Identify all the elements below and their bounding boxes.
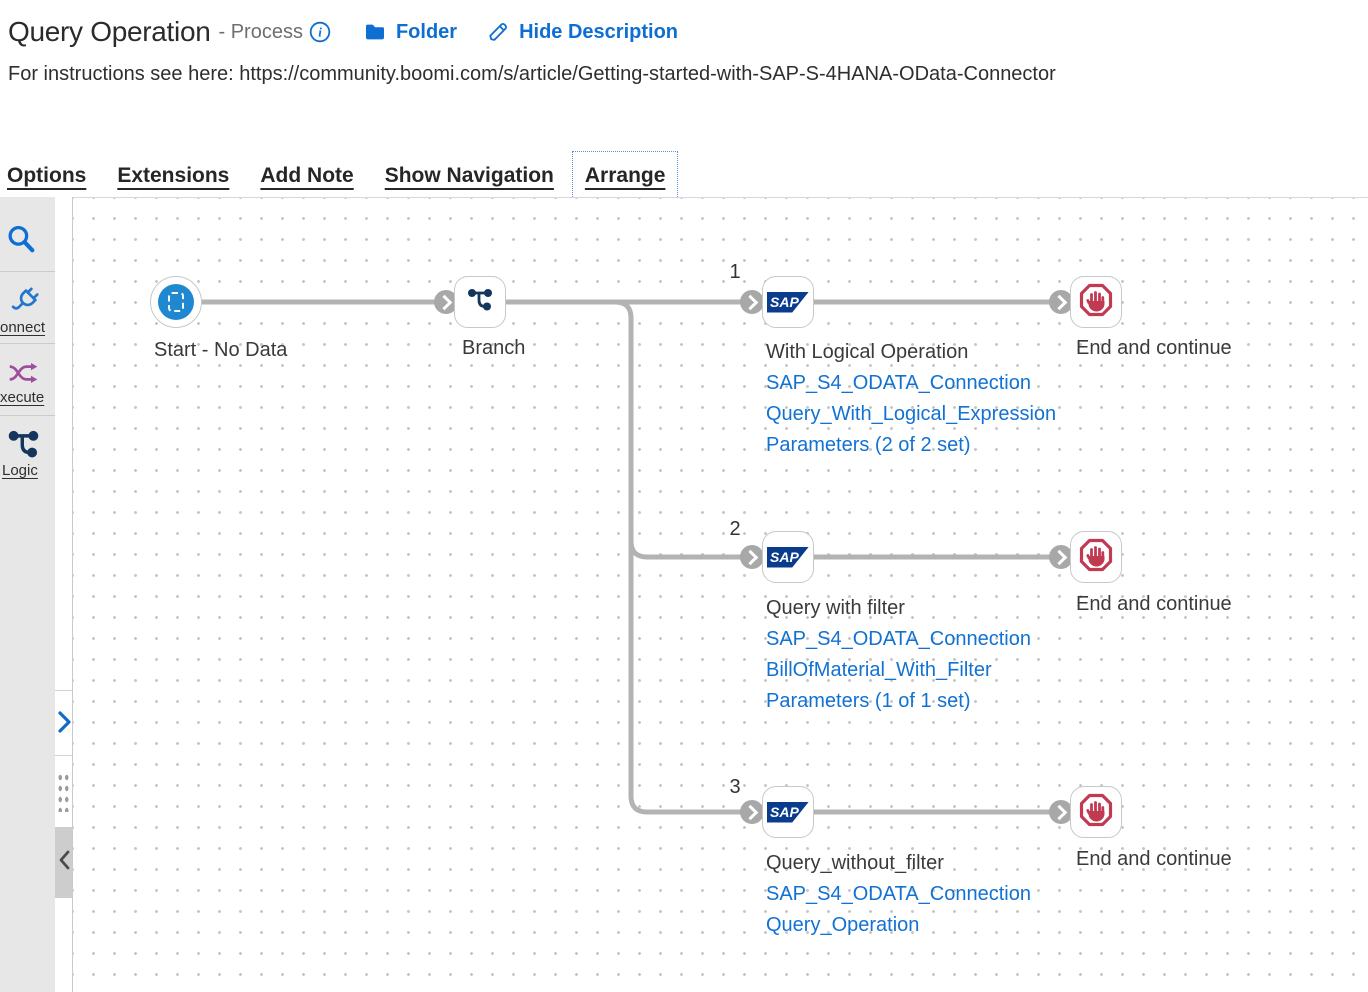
operation-link[interactable]: Query_Operation bbox=[766, 914, 920, 936]
stop-hand-icon bbox=[1078, 537, 1114, 578]
sap-node-text: With Logical Operation SAP_S4_ODATA_Conn… bbox=[766, 337, 1056, 461]
sap-connector-node[interactable]: SAP bbox=[762, 786, 814, 838]
palette-divider bbox=[0, 343, 55, 344]
end-stop-node[interactable] bbox=[1070, 276, 1122, 328]
hide-description-link[interactable]: Hide Description bbox=[487, 21, 678, 44]
start-document-icon bbox=[158, 284, 194, 320]
stop-hand-icon bbox=[1078, 792, 1114, 833]
connector-arrow[interactable] bbox=[740, 545, 764, 569]
palette-logic-label[interactable]: Logic bbox=[2, 462, 38, 479]
connector-arrow[interactable] bbox=[1049, 290, 1073, 314]
page-subtitle: - Process bbox=[218, 20, 303, 43]
parameters-link[interactable]: Parameters (2 of 2 set) bbox=[766, 434, 971, 456]
info-icon[interactable]: i bbox=[309, 21, 331, 43]
node-name: Query with filter bbox=[766, 597, 905, 619]
chevron-left-icon bbox=[57, 849, 71, 876]
process-description: For instructions see here: https://commu… bbox=[8, 63, 1056, 85]
palette-divider bbox=[0, 271, 55, 272]
stop-hand-icon bbox=[1078, 282, 1114, 323]
page-title: Query Operation bbox=[8, 16, 211, 47]
palette-execute-label[interactable]: xecute bbox=[0, 389, 45, 406]
search-icon[interactable] bbox=[5, 223, 38, 256]
sap-logo: SAP bbox=[767, 801, 809, 823]
operation-link[interactable]: Query_With_Logical_Expression bbox=[766, 403, 1057, 425]
sap-node-text: Query_without_filter SAP_S4_ODATA_Connec… bbox=[766, 848, 1031, 941]
chevron-right-icon[interactable] bbox=[56, 709, 72, 735]
connector-arrow[interactable] bbox=[1049, 800, 1073, 824]
connector-arrow[interactable] bbox=[740, 290, 764, 314]
pencil-icon bbox=[487, 21, 509, 43]
connector-arrow[interactable] bbox=[740, 800, 764, 824]
start-node-label: Start - No Data bbox=[154, 339, 288, 361]
end-stop-node[interactable] bbox=[1070, 786, 1122, 838]
branch-node-label: Branch bbox=[462, 337, 526, 359]
node-name: With Logical Operation bbox=[766, 341, 969, 363]
sap-logo: SAP bbox=[767, 546, 809, 568]
menu-arrange[interactable]: Arrange bbox=[571, 151, 679, 201]
logic-branch-icon[interactable] bbox=[5, 426, 42, 463]
palette-connect-label[interactable]: onnect bbox=[0, 319, 46, 336]
strip-divider bbox=[55, 755, 72, 756]
node-name: Query_without_filter bbox=[766, 852, 944, 874]
branch-number: 1 bbox=[729, 261, 741, 283]
hide-description-label: Hide Description bbox=[519, 20, 679, 43]
start-node[interactable] bbox=[150, 276, 202, 328]
connector-arrow[interactable] bbox=[1049, 545, 1073, 569]
branch-number: 2 bbox=[729, 518, 741, 540]
end-stop-node[interactable] bbox=[1070, 531, 1122, 583]
sap-logo: SAP bbox=[767, 291, 809, 313]
connection-link[interactable]: SAP_S4_ODATA_Connection bbox=[766, 628, 1031, 650]
grip-handle[interactable] bbox=[57, 772, 70, 812]
branch-node[interactable] bbox=[454, 276, 506, 328]
menu-add-note[interactable]: Add Note bbox=[260, 164, 354, 187]
branch-icon bbox=[465, 285, 495, 320]
operation-link[interactable]: BillOfMaterial_With_Filter bbox=[766, 659, 992, 681]
parameters-link[interactable]: Parameters (1 of 1 set) bbox=[766, 690, 971, 712]
menu-show-navigation[interactable]: Show Navigation bbox=[384, 164, 554, 187]
folder-label: Folder bbox=[395, 20, 458, 43]
branch-number: 3 bbox=[729, 776, 741, 798]
process-canvas[interactable]: Start - No Data Branch 1 SAP With Logica… bbox=[73, 197, 1368, 992]
collapse-panel-button[interactable] bbox=[55, 827, 72, 898]
canvas-menubar: Options Extensions Add Note Show Navigat… bbox=[7, 151, 679, 201]
end-node-label: End and continue bbox=[1076, 593, 1232, 615]
menu-extensions[interactable]: Extensions bbox=[117, 164, 230, 187]
sap-node-text: Query with filter SAP_S4_ODATA_Connectio… bbox=[766, 593, 1031, 717]
svg-text:i: i bbox=[318, 25, 322, 40]
connect-plug-icon[interactable] bbox=[6, 283, 43, 320]
execute-shuffle-icon[interactable] bbox=[6, 356, 40, 390]
folder-icon bbox=[364, 21, 386, 43]
connection-link[interactable]: SAP_S4_ODATA_Connection bbox=[766, 372, 1031, 394]
palette-divider bbox=[0, 415, 55, 416]
end-node-label: End and continue bbox=[1076, 337, 1232, 359]
sap-connector-node[interactable]: SAP bbox=[762, 531, 814, 583]
menu-options[interactable]: Options bbox=[7, 164, 87, 187]
sap-connector-node[interactable]: SAP bbox=[762, 276, 814, 328]
page-header: Query Operation - Process i Folder Hide … bbox=[8, 14, 678, 50]
shape-palette-sidebar: onnect xecute Logic bbox=[0, 197, 55, 992]
strip-divider bbox=[55, 690, 72, 691]
end-node-label: End and continue bbox=[1076, 848, 1232, 870]
palette-collapse-strip bbox=[55, 197, 73, 992]
folder-link[interactable]: Folder bbox=[364, 21, 457, 44]
connection-link[interactable]: SAP_S4_ODATA_Connection bbox=[766, 883, 1031, 905]
